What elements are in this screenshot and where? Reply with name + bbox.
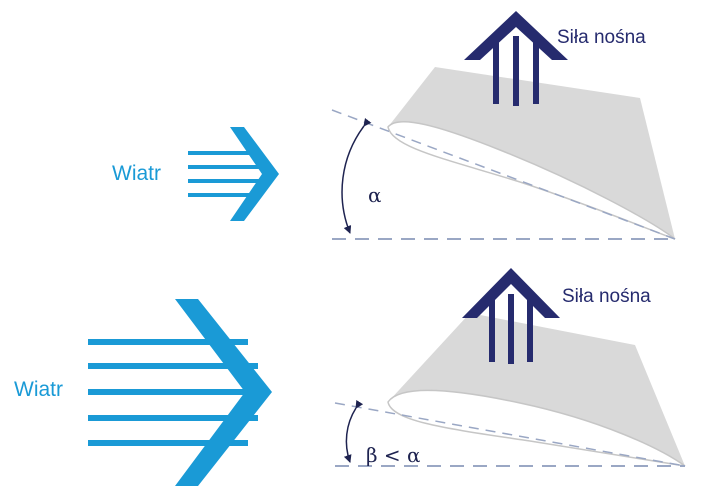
lift-label-top: Siła nośna <box>557 27 646 48</box>
lift-region-top <box>388 67 675 239</box>
wind-label-top: Wiatr <box>112 162 161 185</box>
angle-label-top: α <box>368 183 382 207</box>
lift-arrow-bottom <box>462 268 560 364</box>
wind-label-bottom: Wiatr <box>14 378 63 401</box>
lift-label-bottom: Siła nośna <box>562 286 651 307</box>
angle-arc-bottom <box>343 399 364 463</box>
angle-arc-top <box>341 117 372 234</box>
panel-top: Wiatr α Siła nośna <box>112 11 676 240</box>
wind-arrow-bottom <box>88 299 272 486</box>
chord-line-bottom <box>334 402 686 467</box>
wind-arrow-top <box>188 127 279 221</box>
lift-arrow-top <box>464 11 568 106</box>
panel-bottom: Wiatr β < α Siła nośna <box>14 268 686 486</box>
lift-region-bottom <box>388 313 685 466</box>
angle-label-bottom: β < α <box>366 443 421 467</box>
